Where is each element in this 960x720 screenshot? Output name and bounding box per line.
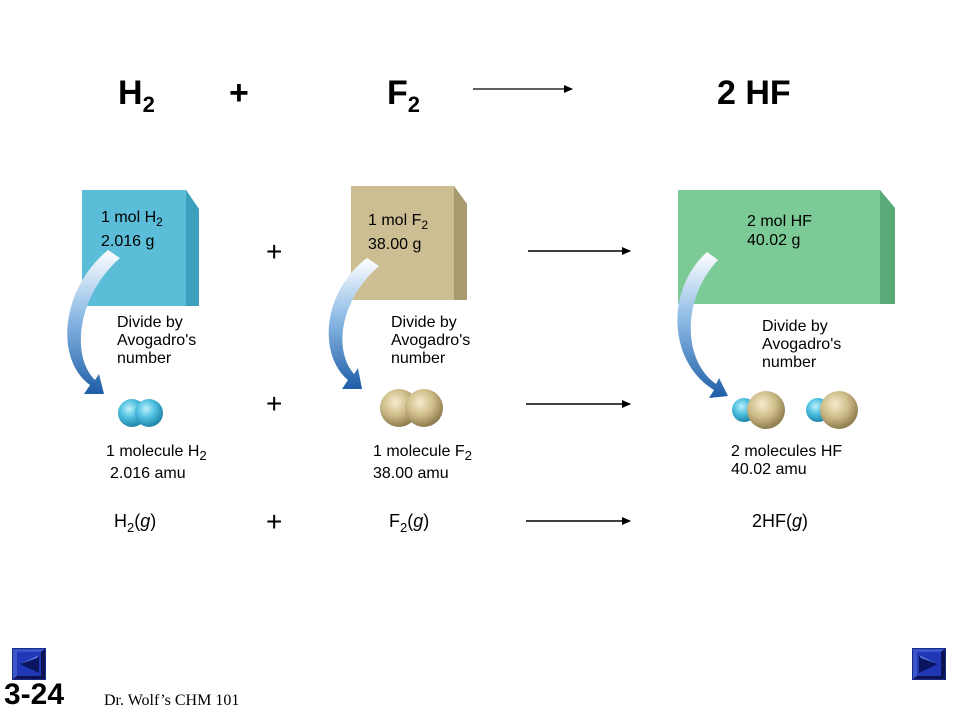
slide-number: 3-24: [4, 678, 65, 711]
hf-formula: 2HF(g): [752, 511, 809, 531]
formula-row-plus: +: [266, 506, 283, 537]
hf-molecule-2: [806, 391, 858, 429]
h2-formula: H2(g): [114, 511, 157, 535]
f2-divide-arrow: [328, 258, 379, 389]
hf-cube: [678, 190, 895, 304]
f2-cube: [351, 186, 467, 300]
equation-plus: +: [229, 74, 249, 112]
hf-cube-label: 2 mol HF 40.02 g: [747, 213, 812, 249]
footer-author: Dr. Wolf’s CHM 101: [104, 692, 240, 709]
previous-slide-button[interactable]: [12, 648, 46, 680]
h2-molecule: [118, 399, 163, 427]
forward-arrow-icon: [912, 648, 946, 680]
h2-cube: [82, 190, 199, 306]
f2-molecule-label: 1 molecule F2 38.00 amu: [373, 443, 473, 483]
back-arrow-icon: [12, 648, 46, 680]
hf-molecule-1: [732, 391, 785, 429]
equation-h2: H2: [118, 74, 155, 117]
next-slide-button[interactable]: [912, 648, 946, 680]
molecule-row-plus: +: [266, 388, 283, 419]
hf-divide-arrow: [677, 252, 728, 398]
f2-formula: F2(g): [389, 511, 430, 535]
equation-product: 2 HF: [717, 74, 791, 112]
equation-f2: F2: [387, 74, 421, 117]
f2-cube-label: 1 mol F2 38.00 g: [368, 212, 429, 253]
hf-molecule-label: 2 molecules HF 40.02 amu: [731, 443, 843, 478]
h2-molecule-label: 1 molecule H2 2.016 amu: [106, 443, 207, 483]
cube-row-plus: +: [266, 236, 283, 267]
f2-molecule: [380, 389, 443, 427]
h2-cube-label: 1 mol H2 2.016 g: [101, 209, 163, 250]
h2-divide-arrow: [67, 250, 120, 394]
